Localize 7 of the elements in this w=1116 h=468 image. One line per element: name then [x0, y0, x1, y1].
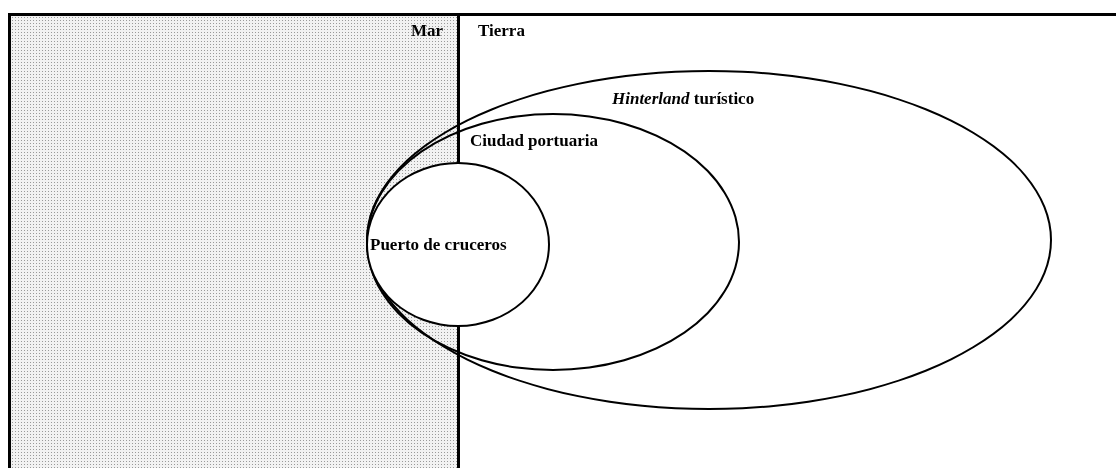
- ellipse: [366, 70, 1052, 410]
- region-label: Puerto de cruceros: [370, 236, 507, 253]
- ellipse: [366, 113, 740, 371]
- region-label: Hinterland turístico: [612, 90, 755, 107]
- region-label: Ciudad portuaria: [470, 132, 598, 149]
- region-label: Mar: [410, 22, 443, 39]
- region-label: Tierra: [478, 22, 525, 39]
